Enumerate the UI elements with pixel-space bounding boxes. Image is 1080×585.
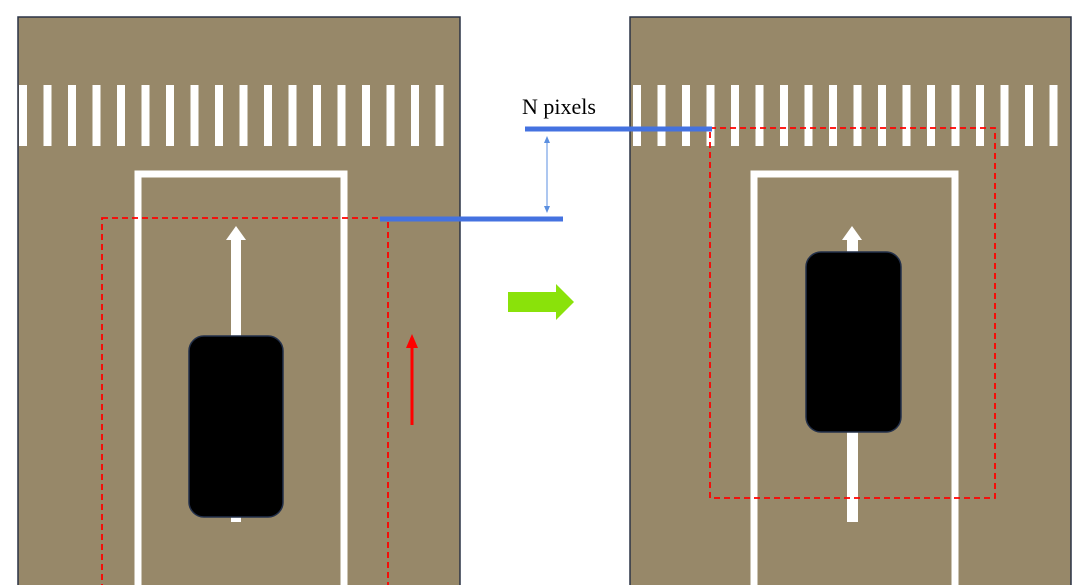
left-lane-marking (134, 170, 348, 585)
crosswalk-stripe (411, 85, 419, 146)
crosswalk-stripe (239, 85, 248, 146)
crosswalk-stripe (362, 85, 370, 146)
crosswalk-stripe (682, 85, 690, 146)
double-arrow-icon (544, 136, 550, 213)
crosswalk-stripe (780, 85, 788, 146)
right-crop-box (709, 127, 996, 499)
crosswalk-stripe (68, 85, 76, 146)
crosswalk-stripe (927, 85, 935, 146)
crosswalk-stripe (755, 85, 764, 146)
crosswalk-stripe (288, 85, 297, 146)
crosswalk-stripe (731, 85, 739, 146)
crosswalk-stripe (43, 85, 52, 146)
crosswalk-stripe (92, 85, 101, 146)
left-panel (17, 16, 461, 585)
crosswalk-stripe (264, 85, 272, 146)
crosswalk-stripe (1000, 85, 1009, 146)
left-direction-arrow-head (226, 226, 246, 240)
crosswalk-stripe (1049, 85, 1058, 146)
crosswalk-stripe (190, 85, 199, 146)
right-vehicle (805, 251, 902, 433)
crosswalk-stripe (337, 85, 346, 146)
crosswalk-stripe (976, 85, 984, 146)
crosswalk-stripe (1025, 85, 1033, 146)
crosswalk-stripe (804, 85, 813, 146)
crosswalk-stripe (19, 85, 27, 146)
left-vehicle (188, 335, 284, 518)
crosswalk-stripe (829, 85, 837, 146)
right-crosswalk (633, 85, 1058, 146)
right-arrow-icon (508, 284, 574, 320)
up-arrow-icon (406, 334, 418, 425)
crosswalk-stripe (141, 85, 150, 146)
crosswalk-stripe (951, 85, 960, 146)
crosswalk-stripe (215, 85, 223, 146)
crosswalk-stripe (878, 85, 886, 146)
right-direction-arrow-head (842, 226, 862, 240)
right-lane-marking (750, 170, 959, 585)
crosswalk-stripe (902, 85, 911, 146)
right-panel (629, 16, 1072, 585)
crosswalk-stripe (706, 85, 715, 146)
crosswalk-stripe (117, 85, 125, 146)
offset-measurement: N pixels (380, 94, 712, 222)
crosswalk-stripe (386, 85, 395, 146)
left-crosswalk (19, 85, 444, 146)
crosswalk-stripe (435, 85, 444, 146)
crosswalk-stripe (633, 85, 641, 146)
left-crop-box (101, 217, 389, 585)
crosswalk-stripe (853, 85, 862, 146)
crosswalk-stripe (313, 85, 321, 146)
crosswalk-stripe (657, 85, 666, 146)
crosswalk-stripe (166, 85, 174, 146)
n-pixels-label: N pixels (522, 94, 596, 119)
